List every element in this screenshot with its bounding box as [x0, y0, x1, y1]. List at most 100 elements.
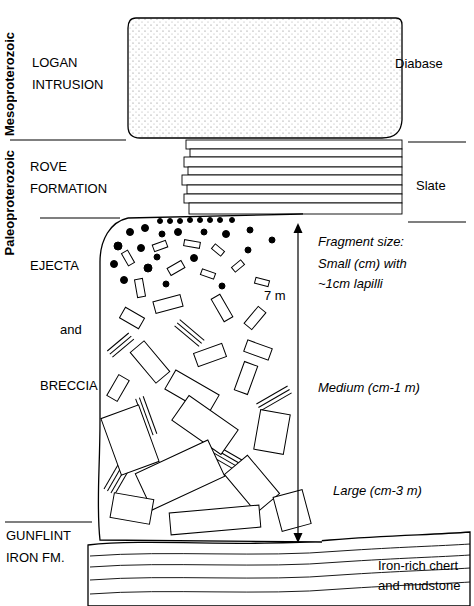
formation-name: GUNFLINT IRON FM. [6, 525, 84, 569]
small-clast [152, 240, 168, 251]
fragment-size: Medium (cm-1 m) [318, 378, 420, 398]
lamina [180, 320, 205, 341]
slate-band [182, 175, 402, 185]
lapillus [245, 247, 251, 253]
small-clast [200, 269, 215, 279]
lapillus [188, 218, 193, 223]
breccia-clasts [101, 218, 311, 535]
lapillus [191, 255, 198, 262]
boundary-line [40, 217, 120, 218]
small-clast [254, 277, 269, 286]
slate-band [190, 149, 402, 157]
lapillus [198, 218, 203, 223]
large-clast [224, 455, 279, 513]
slate-band [184, 157, 402, 167]
medium-clast [130, 341, 170, 383]
lapillus [178, 219, 183, 224]
breccia-outline [98, 214, 322, 542]
boundary-line [408, 221, 466, 222]
medium-clast [119, 307, 144, 328]
large-clast [110, 493, 154, 525]
formation-name: LOGAN INTRUSION [32, 52, 117, 96]
small-clast [134, 278, 145, 297]
medium-clast [194, 343, 227, 366]
era-label: Mesoproterozoic [2, 32, 18, 136]
large-clast [254, 410, 290, 455]
medium-clast [244, 340, 273, 360]
fragment-size-heading: Fragment size: [318, 232, 404, 252]
rock-type: Iron-rich chert and mudstone [378, 556, 472, 596]
diabase-block [128, 18, 402, 138]
laminae-bundle [256, 386, 291, 411]
formation-name: ROVE FORMATION [30, 156, 120, 200]
lapillus [223, 231, 230, 238]
large-clast [101, 405, 159, 475]
lamina [112, 339, 133, 357]
medium-clast [153, 295, 183, 314]
lapillus [175, 229, 182, 236]
small-clast [231, 260, 244, 272]
unit-name: EJECTA [30, 256, 79, 276]
small-clast [211, 244, 224, 256]
large-clast [273, 490, 311, 532]
lapillus [159, 231, 165, 237]
lamina [260, 393, 291, 411]
lapillus [114, 242, 122, 250]
lapillus [269, 237, 275, 243]
unit-name: and [60, 320, 82, 340]
arrow-head [294, 223, 303, 233]
boundary-line [408, 141, 466, 142]
slate-band [186, 140, 402, 149]
lapillus [154, 254, 160, 260]
lapillus [111, 261, 118, 268]
era-label: Paleoproterozoic [2, 150, 18, 255]
lapillus [163, 281, 169, 287]
boundary-line [10, 139, 126, 140]
rock-type: Diabase [395, 54, 443, 74]
small-clast [121, 250, 134, 266]
laminae-bundle [175, 320, 205, 347]
breccia-fill [98, 214, 322, 542]
lapillus [219, 283, 225, 289]
medium-clast [234, 362, 257, 395]
dimension-line [297, 232, 298, 534]
lamina [110, 336, 131, 354]
slate-band [188, 167, 402, 175]
lamina [256, 386, 287, 404]
slate-band [189, 203, 402, 214]
small-clast [184, 240, 201, 249]
boundary-line [5, 521, 92, 522]
lapillus [208, 218, 213, 223]
unit-name: BRECCIA [40, 376, 98, 396]
lamina [175, 326, 200, 347]
small-clast [167, 261, 185, 276]
large-clast [169, 505, 261, 535]
chert-lamina [90, 544, 470, 556]
lapillus [144, 264, 152, 272]
laminae-bundle [107, 333, 134, 357]
lapillus [201, 229, 207, 235]
medium-clast [211, 294, 233, 322]
lapillus [218, 218, 223, 223]
lapillus [127, 229, 134, 236]
medium-clast [107, 375, 129, 402]
lapillus [247, 227, 253, 233]
rock-type: Slate [416, 176, 446, 196]
fragment-size: Large (cm-3 m) [333, 481, 422, 501]
lapillus [230, 218, 235, 223]
lamina [258, 389, 289, 407]
fragment-size: Small (cm) with ~1cm lapilli [318, 254, 422, 294]
lapillus [168, 219, 173, 224]
slate-band [187, 185, 402, 194]
lamina [177, 323, 202, 344]
lamina [107, 333, 128, 351]
lapillus [121, 277, 128, 284]
dimension-label: 7 m [264, 286, 286, 306]
arrow-head [294, 533, 303, 543]
lapillus [158, 219, 163, 224]
slate-band [184, 194, 402, 203]
medium-clast [244, 306, 266, 329]
lapillus [138, 245, 145, 252]
